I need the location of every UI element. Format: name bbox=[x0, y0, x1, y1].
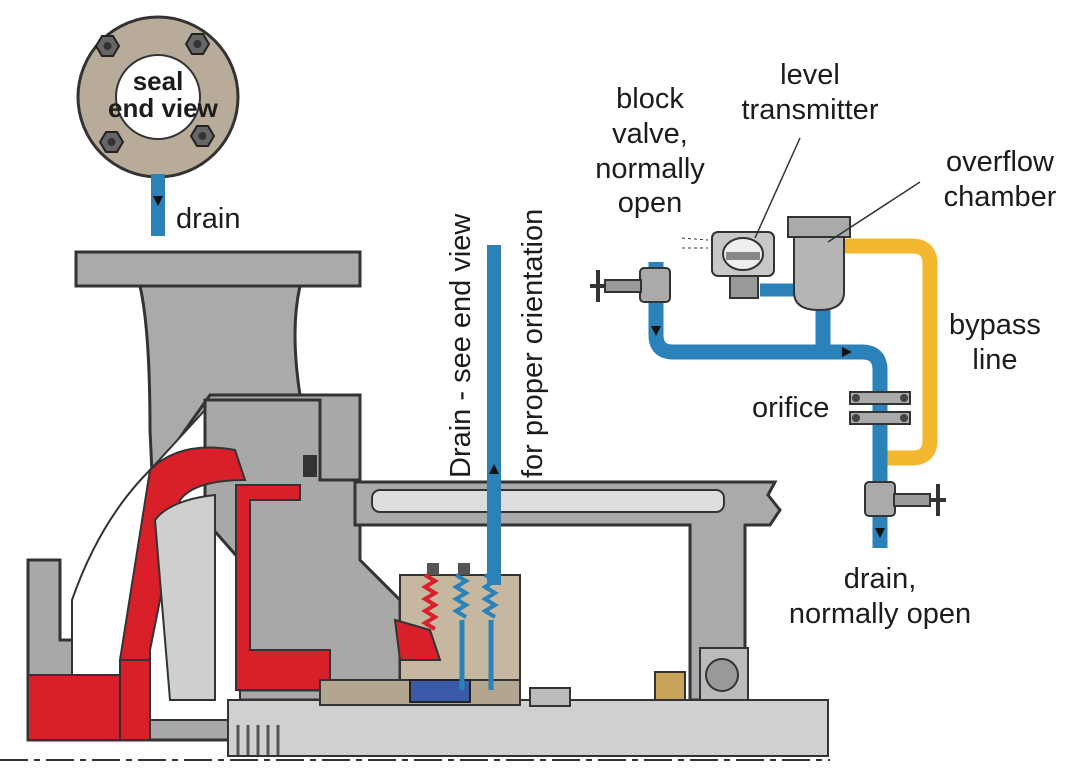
leader-line-overflow-chamber bbox=[827, 181, 921, 243]
shaft-thread bbox=[236, 725, 280, 755]
shaft bbox=[0, 699, 830, 761]
orifice-label: orifice bbox=[752, 392, 830, 424]
level-transmitter-label: level transmitter bbox=[730, 58, 890, 128]
overflow-chamber-line2: chamber bbox=[943, 180, 1057, 213]
arrow-right-icon bbox=[842, 347, 852, 357]
level-transmitter bbox=[681, 231, 775, 299]
bolt-icon bbox=[184, 33, 211, 55]
level-transmitter-line2: transmitter bbox=[741, 93, 879, 126]
seal-end-view bbox=[76, 15, 240, 236]
block-valve-line2: valve, bbox=[612, 117, 688, 150]
block-valve-line1: block bbox=[616, 83, 684, 115]
overflow-chamber-line1: overflow bbox=[946, 146, 1054, 178]
arrow-up-icon bbox=[489, 464, 499, 474]
mechanical-seal bbox=[319, 563, 571, 707]
bolt-icon bbox=[189, 125, 216, 147]
seal-end-view-line2: end view bbox=[108, 93, 218, 124]
bypass-line-label: bypass line bbox=[940, 308, 1050, 378]
arrow-down-icon bbox=[153, 196, 163, 206]
orifice bbox=[849, 391, 911, 425]
bypass-line-line1: bypass bbox=[949, 309, 1041, 341]
level-transmitter-line1: level bbox=[780, 59, 840, 91]
leader-line-level-transmitter bbox=[754, 137, 801, 239]
bearing-bracket bbox=[353, 480, 782, 702]
seal-end-view-line1: seal bbox=[132, 66, 184, 96]
spring-icon bbox=[452, 563, 470, 690]
bolt-icon bbox=[94, 35, 121, 57]
valve-handle-icon bbox=[930, 484, 946, 516]
drain-bottom-line2: normally open bbox=[788, 597, 972, 630]
spring-icon bbox=[421, 563, 439, 631]
arrow-down-icon bbox=[651, 326, 661, 336]
block-valve-bottom bbox=[864, 481, 946, 517]
overflow-chamber bbox=[787, 216, 851, 312]
drain-bottom-line1: drain, bbox=[843, 563, 917, 595]
overflow-chamber-label: overflow chamber bbox=[930, 145, 1070, 215]
drain-label-top: drain bbox=[176, 203, 241, 235]
valve-handle-icon bbox=[590, 270, 606, 302]
block-valve-line4: open bbox=[617, 187, 683, 220]
seal-end-view-label: seal end view bbox=[108, 66, 218, 124]
block-valve-top bbox=[590, 267, 671, 303]
vertical-label-line2: for proper orientation bbox=[517, 208, 549, 478]
arrow-down-icon bbox=[875, 528, 885, 538]
impeller bbox=[27, 446, 331, 741]
bolt-icon bbox=[98, 131, 125, 153]
bypass-line-line2: line bbox=[972, 343, 1018, 376]
block-valve-line3: normally bbox=[595, 152, 705, 185]
seal-drain-pipe bbox=[487, 245, 501, 585]
drain-bottom-label: drain, normally open bbox=[775, 562, 985, 632]
block-valve-label: block valve, normally open bbox=[590, 82, 710, 221]
vertical-label-line1: Drain - see end view bbox=[445, 213, 477, 478]
